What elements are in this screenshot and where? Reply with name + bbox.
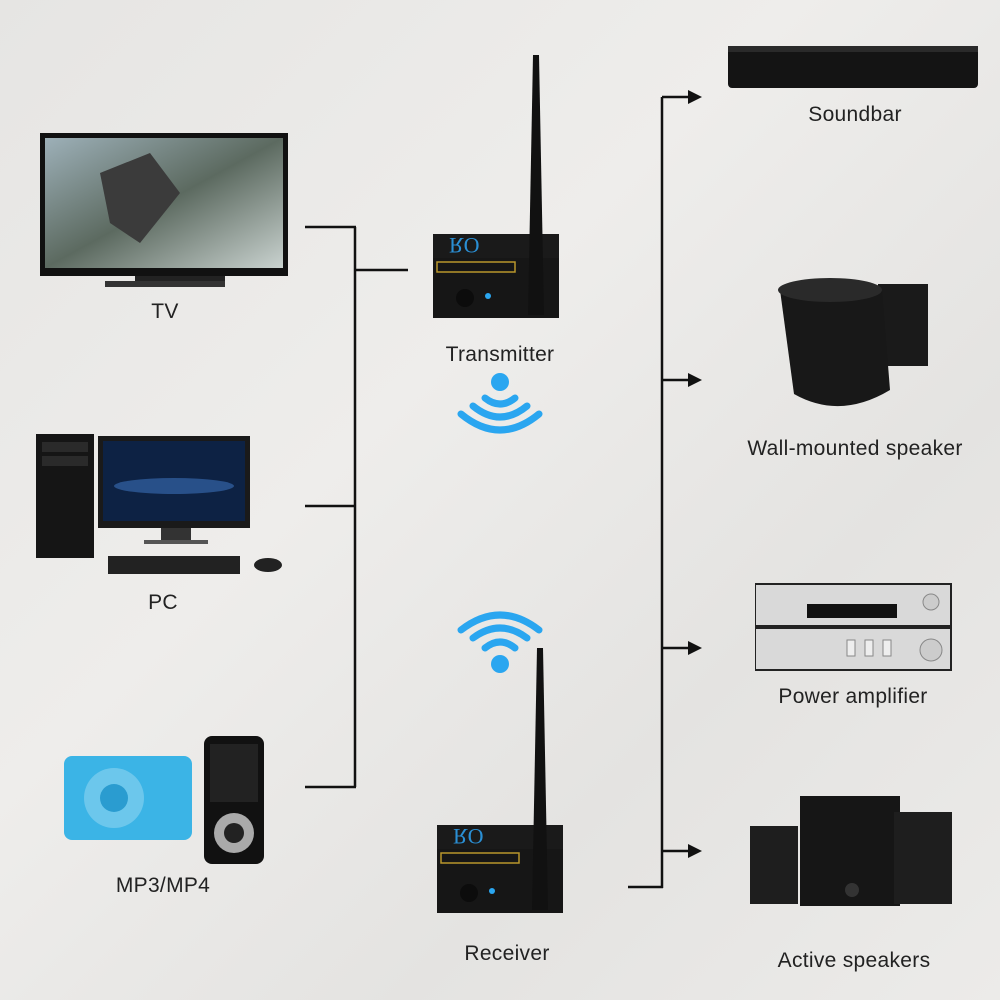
transmitter-device: RO <box>433 230 569 320</box>
antenna-icon <box>528 55 544 315</box>
antenna-icon <box>532 648 548 910</box>
source-label-pc: PC <box>148 591 178 614</box>
output-label-soundbar: Soundbar <box>808 103 902 126</box>
soundbar-icon <box>728 46 978 88</box>
tv-icon <box>40 133 288 287</box>
wifi-signal-down-icon <box>457 373 543 434</box>
desktop-pc-icon <box>36 434 282 574</box>
arrow-icon <box>688 844 702 858</box>
receiver-badge: RO <box>453 824 484 849</box>
wall-speaker-icon <box>778 278 928 407</box>
transmitter-badge: RO <box>449 233 480 258</box>
wifi-signal-up-icon <box>457 611 543 673</box>
transmitter-label: Transmitter <box>445 343 555 366</box>
receiver-device: RO <box>437 823 573 915</box>
output-label-amplifier: Power amplifier <box>778 685 928 708</box>
amplifier-icon <box>755 583 952 671</box>
arrow-icon <box>688 373 702 387</box>
mp3-player-icon <box>64 736 264 864</box>
arrow-icon <box>688 90 702 104</box>
receiver-label: Receiver <box>464 942 550 965</box>
output-label-wall-speaker: Wall-mounted speaker <box>747 437 963 460</box>
active-speakers-icon <box>750 796 952 906</box>
output-label-active-speakers: Active speakers <box>777 949 931 972</box>
arrow-icon <box>688 641 702 655</box>
source-label-mp3: MP3/MP4 <box>115 874 211 897</box>
source-label-tv: TV <box>151 300 179 323</box>
